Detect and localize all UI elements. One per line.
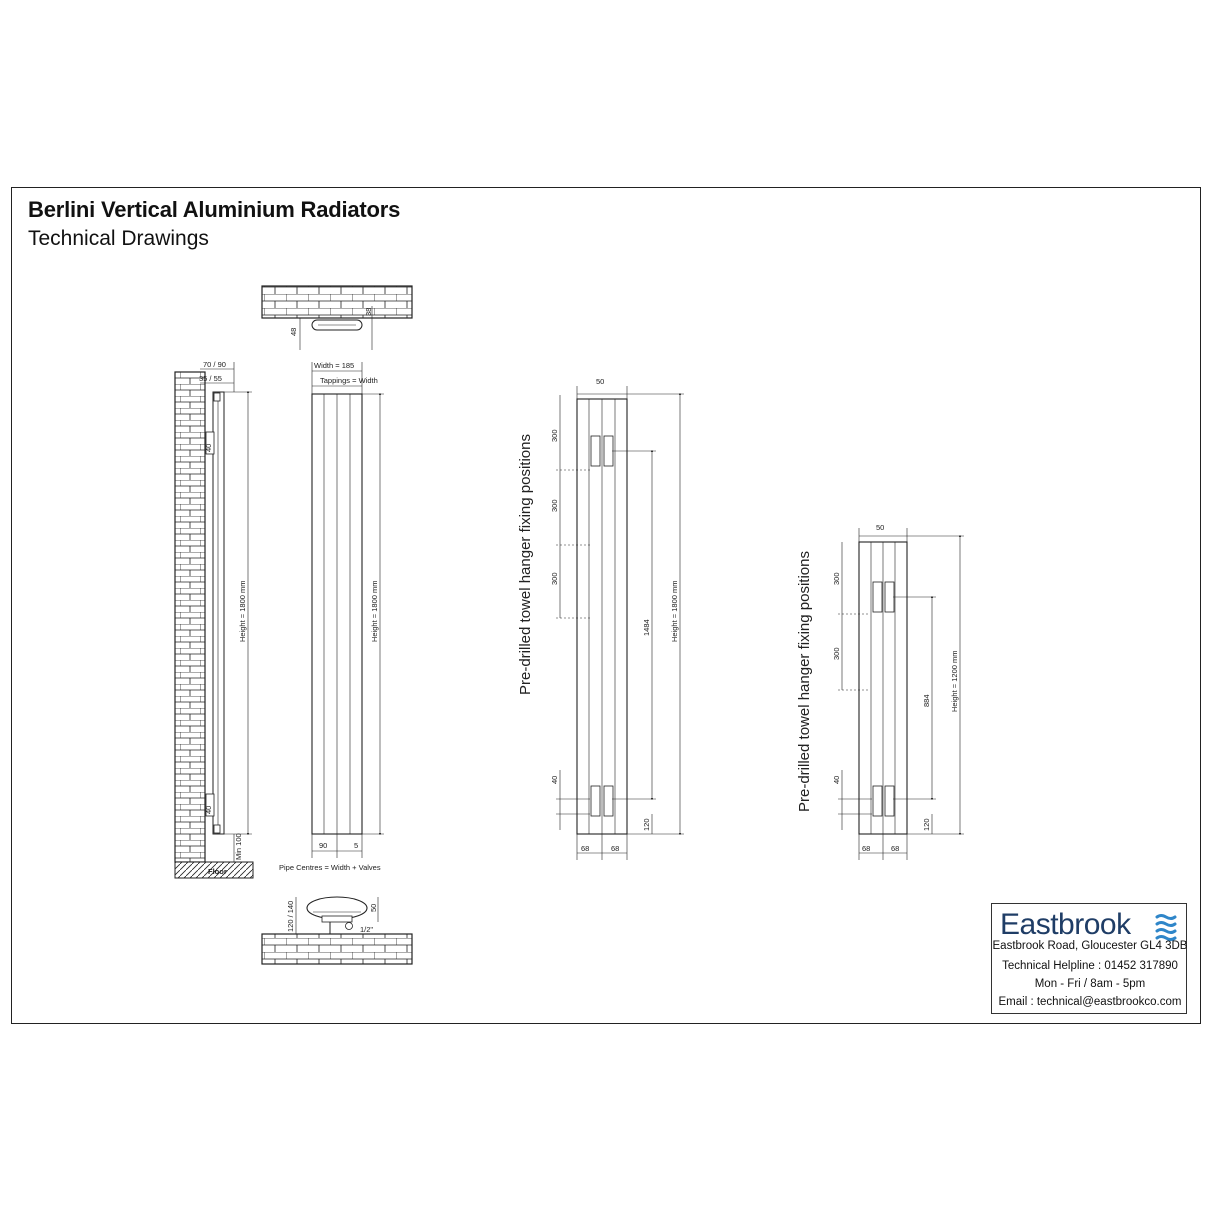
towel-1800-base-dim: 120	[642, 818, 651, 831]
top-detail-left-dim: 48	[289, 328, 298, 336]
towel-1200-spacing-1: 300	[832, 572, 841, 585]
towel-hanger-1200: Pre-drilled towel hanger fixing position…	[796, 523, 964, 860]
drawing-title: Berlini Vertical Aluminium Radiators	[28, 197, 401, 222]
bracket-bottom-dim: 40	[204, 806, 213, 814]
towel-1800-bracket-bottom-right	[603, 785, 614, 817]
towel-1200-base-dim: 120	[922, 818, 931, 831]
company-hours: Mon - Fri / 8am - 5pm	[1034, 978, 1146, 990]
front-width-label: Width = 185	[314, 361, 354, 370]
top-wall	[261, 285, 413, 319]
company-address: Eastbrook Road, Gloucester GL4 3DB	[992, 940, 1188, 952]
towel-1800-bracket-top-right	[603, 435, 614, 467]
bottom-detail: 120 / 140 50 1/2"	[261, 896, 413, 965]
front-view: Width = 185 Tappings = Width Height = 18…	[279, 361, 384, 872]
towel-1200-bracket-top-left	[872, 581, 883, 613]
company-info-box: Eastbrook Eastbrook Road, Gloucester GL4…	[991, 903, 1187, 1014]
towel-1800-bottom-dim-1: 68	[581, 844, 589, 853]
floor-label: Floor	[208, 867, 227, 876]
towel-1800-top-dim: 50	[596, 377, 604, 386]
front-height-label: Height = 1800 mm	[370, 581, 379, 643]
side-view: 40 40 70 / 90 35 / 55 Height = 1800 mm M…	[174, 360, 254, 879]
side-height-label: Height = 1800 mm	[238, 581, 247, 643]
side-wall	[174, 371, 206, 863]
towel-1200-rotated-label: Pre-drilled towel hanger fixing position…	[796, 551, 813, 812]
towel-1800-low-dim: 40	[550, 776, 559, 784]
towel-1800-spacing-3: 300	[550, 572, 559, 585]
towel-1800-bracket-top-left	[590, 435, 601, 467]
towel-1200-spacing-2: 300	[832, 647, 841, 660]
towel-1200-bracket-top-right	[884, 581, 895, 613]
bracket-top-dim: 40	[204, 444, 213, 452]
eastbrook-waves-icon	[1155, 914, 1177, 941]
floor-hatch	[174, 861, 254, 879]
top-detail-right-dim: 38	[364, 308, 373, 316]
towel-1800-mid-dim: 1484	[642, 619, 651, 636]
towel-1800-rotated-label: Pre-drilled towel hanger fixing position…	[517, 434, 534, 695]
towel-1200-bracket-bottom-left	[872, 785, 883, 817]
towel-1800-bottom-dim-2: 68	[611, 844, 619, 853]
company-logo-text: Eastbrook	[1000, 908, 1131, 941]
wall-bracket-top	[205, 431, 215, 455]
wall-bracket-bottom	[205, 793, 215, 817]
towel-hanger-1800: Pre-drilled towel hanger fixing position…	[517, 377, 684, 860]
towel-1200-mid-dim: 884	[922, 694, 931, 707]
towel-1200-height-label: Height = 1200 mm	[950, 651, 959, 713]
drawing-sheet-border	[11, 187, 1201, 1024]
front-bottom-dim-2: 5	[354, 841, 358, 850]
bottom-pipe-label: 1/2"	[360, 925, 373, 934]
drawing-subtitle: Technical Drawings	[28, 227, 209, 250]
pipe-centres-label: Pipe Centres = Width + Valves	[279, 863, 381, 872]
side-top-dim-2: 35 / 55	[199, 374, 222, 383]
bottom-right-dim: 50	[369, 904, 378, 912]
towel-1800-spacing-1: 300	[550, 429, 559, 442]
front-tappings-label: Tappings = Width	[320, 376, 378, 385]
bottom-left-dim: 120 / 140	[286, 901, 295, 932]
company-email: Email : technical@eastbrookco.com	[998, 996, 1182, 1008]
towel-1200-bracket-bottom-right	[884, 785, 895, 817]
side-radiator-body	[212, 391, 225, 835]
towel-1800-bracket-bottom-left	[590, 785, 601, 817]
towel-1200-low-dim: 40	[832, 776, 841, 784]
company-helpline: Technical Helpline : 01452 317890	[1002, 960, 1178, 972]
towel-1200-top-dim: 50	[876, 523, 884, 532]
bottom-wall	[261, 933, 413, 965]
front-bottom-dim-1: 90	[319, 841, 327, 850]
side-top-dim-1: 70 / 90	[203, 360, 226, 369]
towel-1800-height-label: Height = 1800 mm	[670, 581, 679, 643]
side-min-label: Min 100	[234, 833, 243, 860]
towel-1200-bottom-dim-2: 68	[891, 844, 899, 853]
towel-1200-bottom-dim-1: 68	[862, 844, 870, 853]
towel-1800-spacing-2: 300	[550, 499, 559, 512]
top-detail: 48 38	[261, 285, 413, 350]
